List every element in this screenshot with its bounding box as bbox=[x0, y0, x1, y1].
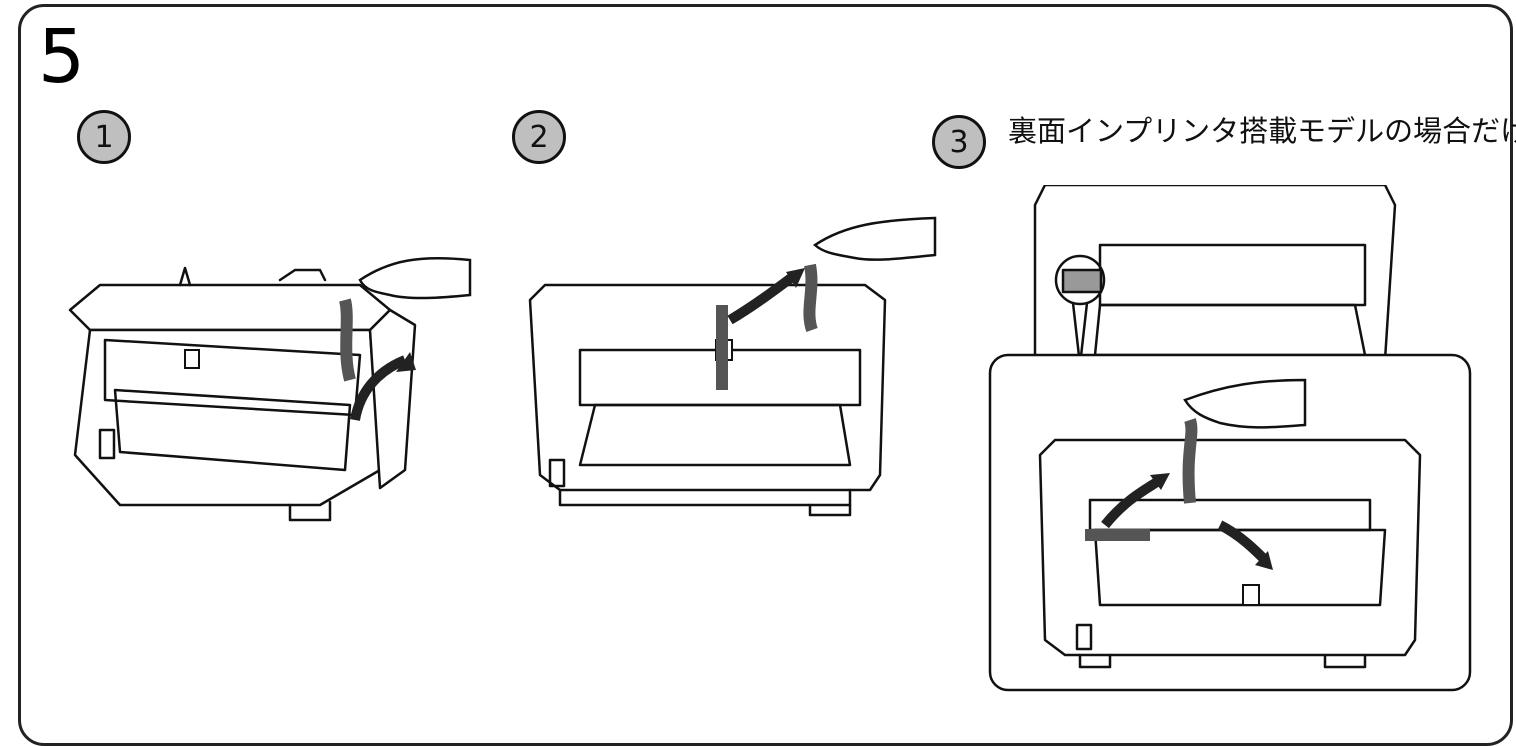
printer-side-view-with-hand-lifting-strap-icon bbox=[60, 240, 480, 530]
substep-badge-1: 1 bbox=[77, 110, 131, 164]
printer-rear-detail-imprinter-open-icon bbox=[985, 185, 1485, 695]
substep-badge-3: 3 bbox=[932, 115, 986, 169]
substep-badge-2: 2 bbox=[512, 110, 566, 164]
printer-rear-view-with-hand-lifting-strap-icon bbox=[520, 210, 940, 530]
imprinter-model-note: 裏面インプリンタ搭載モデルの場合だけ bbox=[1008, 108, 1516, 150]
step-number: 5 bbox=[38, 20, 85, 94]
